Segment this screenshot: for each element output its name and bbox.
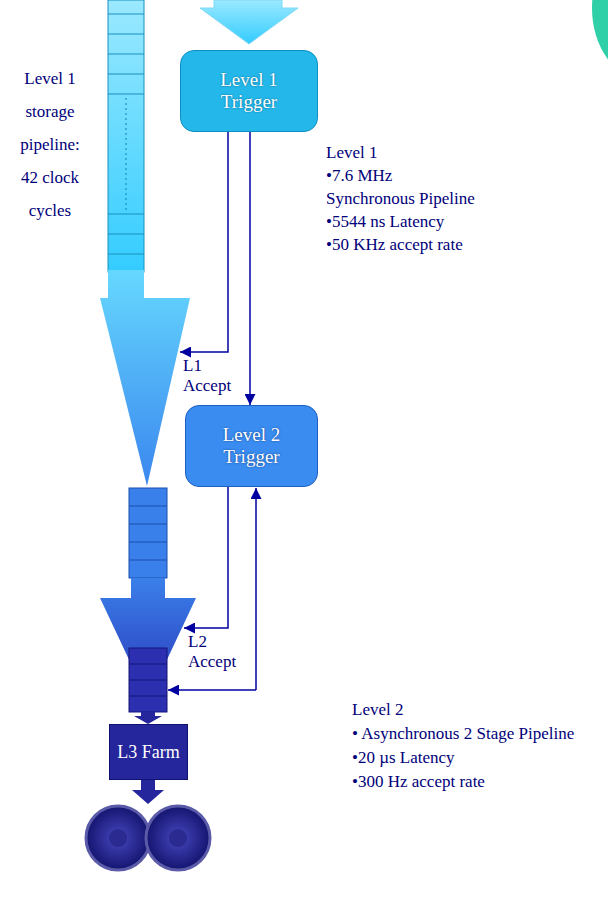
accept-line bbox=[184, 487, 228, 628]
buffer-cells bbox=[129, 506, 167, 560]
level2-buffer bbox=[129, 488, 167, 578]
readout-line bbox=[255, 488, 257, 690]
storage-disk bbox=[86, 806, 150, 870]
flow-arrow bbox=[132, 780, 164, 804]
box-label: Level 1 Trigger bbox=[208, 69, 290, 113]
funnel-arrow bbox=[100, 270, 190, 486]
spec-item: •7.6 MHz bbox=[326, 166, 392, 186]
level3-buffer bbox=[129, 648, 167, 712]
spec-heading: Level 2 bbox=[352, 700, 403, 720]
trigger-box: Level 2 Trigger bbox=[185, 405, 318, 487]
spec-item: • Asynchronous 2 Stage Pipeline bbox=[352, 724, 574, 744]
storage-pipeline bbox=[108, 0, 144, 272]
signal-label: L1 Accept bbox=[183, 356, 243, 395]
storage-disk bbox=[146, 806, 210, 870]
spec-item: •5544 ns Latency bbox=[326, 212, 444, 232]
farm-box: L3 Farm bbox=[109, 724, 188, 780]
box-label: Level 2 Trigger bbox=[211, 424, 293, 468]
box-label: L3 Farm bbox=[117, 742, 180, 763]
signal-label: L2 Accept bbox=[188, 632, 248, 671]
corner-decoration bbox=[592, 0, 608, 78]
trigger-link bbox=[249, 132, 251, 405]
spec-item: •300 Hz accept rate bbox=[352, 772, 485, 792]
spec-item: •20 µs Latency bbox=[352, 748, 455, 768]
disk-hub bbox=[109, 829, 127, 847]
input-arrow bbox=[200, 0, 298, 44]
readout-line bbox=[168, 689, 256, 691]
flow-arrow bbox=[134, 712, 162, 724]
spec-item: •50 KHz accept rate bbox=[326, 235, 463, 255]
spec-item: Synchronous Pipeline bbox=[326, 189, 475, 209]
accept-line bbox=[180, 132, 228, 352]
disk-hub bbox=[169, 829, 187, 847]
pipeline-cells bbox=[108, 14, 144, 254]
pipeline-label: Level 1 storage pipeline: 42 clock cycle… bbox=[14, 62, 86, 227]
buffer-cells bbox=[129, 664, 167, 696]
trigger-box: Level 1 Trigger bbox=[180, 50, 318, 132]
spec-heading: Level 1 bbox=[326, 143, 377, 163]
